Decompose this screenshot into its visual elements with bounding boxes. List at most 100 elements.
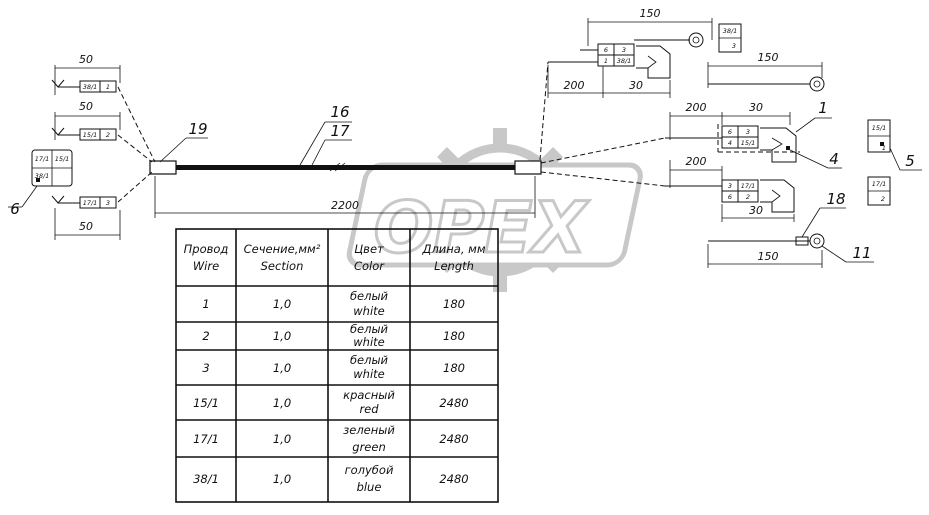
connector-bot-left: 17/1 3 50 [51, 195, 121, 240]
cell-color-ru: белый [350, 289, 389, 303]
pin-label: 17/1 [83, 199, 98, 207]
header-color-ru: Цвет [354, 242, 384, 256]
dim-200-c: 200 [686, 155, 707, 168]
pin-label: 38/1 [723, 27, 738, 35]
pin-label: 17/1 [872, 180, 887, 188]
header-section-ru: Сечение,мм² [244, 242, 321, 256]
cell-length: 2480 [439, 472, 468, 486]
callout-19: 19 [188, 120, 207, 138]
cell-length: 2480 [439, 432, 468, 446]
cell-section: 1,0 [273, 472, 291, 486]
pin-label: 17/1 [35, 155, 50, 163]
callouts-cable: 19 16 17 [159, 103, 352, 166]
cell-wire: 2 [202, 329, 209, 343]
pin-label: 15/1 [83, 131, 98, 139]
header-wire-en: Wire [193, 259, 219, 273]
cell-color-ru: голубой [345, 463, 394, 477]
cell-color-en: blue [357, 480, 382, 494]
cell-length: 180 [443, 329, 465, 343]
cell-section: 1,0 [273, 297, 291, 311]
cell-wire: 3 [202, 361, 209, 375]
pin-label: 15/1 [741, 139, 756, 147]
pin-label: 3 [622, 46, 626, 54]
pin-label: 15/1 [872, 124, 887, 132]
callout-16: 16 [330, 103, 349, 121]
connector-mid-left: 50 15/1 2 [51, 100, 121, 141]
callout-4: 4 [829, 150, 839, 168]
cell-section: 1,0 [273, 329, 291, 343]
dim-30-b: 30 [749, 101, 763, 114]
callout-11: 11 [852, 244, 871, 262]
table-row: 38/1 1,0 голубой blue 2480 [193, 463, 469, 494]
cell-wire: 15/1 [193, 396, 219, 410]
pin-label: 6 [728, 193, 732, 201]
cell-color-en: white [353, 335, 384, 349]
connector-6: 17/1 15/1 38/1 6 [8, 149, 73, 218]
dim-200-a: 200 [564, 79, 585, 92]
callout-18: 18 [826, 190, 845, 208]
right-connectors: 150 6 3 1 38/1 200 30 38/1 3 [539, 7, 922, 268]
pin-label: 1 [604, 57, 608, 65]
dim-30-c: 30 [749, 204, 763, 217]
cell-wire: 38/1 [193, 472, 219, 486]
pin-label: 2 [106, 131, 110, 139]
cell-wire: 1 [202, 297, 209, 311]
ring-terminal-mid: 150 [707, 51, 825, 92]
callout-6: 6 [10, 200, 20, 218]
pin-label: 3 [106, 199, 110, 207]
connector-top-right: 150 6 3 1 38/1 200 30 [547, 7, 713, 98]
pin-label: 15/1 [55, 155, 70, 163]
main-cable: 2200 [149, 160, 542, 218]
callout-1: 1 [818, 99, 828, 117]
header-wire-ru: Провод [184, 242, 229, 256]
pin-label: 3 [728, 182, 732, 190]
pin-label: 38/1 [35, 172, 50, 180]
cell-length: 180 [443, 361, 465, 375]
cell-length: 180 [443, 297, 465, 311]
cell-color-en: red [359, 402, 379, 416]
pin-label: 6 [728, 128, 732, 136]
dim-50-c: 50 [79, 220, 93, 233]
dim-2200: 2200 [331, 199, 359, 212]
cell-color-en: white [353, 367, 384, 381]
dim-150-bot: 150 [758, 250, 779, 263]
pin-label: 1 [106, 83, 110, 91]
connector-low-right: 200 3 17/1 6 2 30 [665, 155, 795, 222]
header-section-en: Section [261, 259, 304, 273]
cable-end-left [149, 160, 177, 175]
pin-label: 17/1 [741, 182, 756, 190]
callout-17: 17 [330, 122, 350, 140]
wire-table: Провод Wire Сечение,мм² Section Цвет Col… [175, 228, 499, 503]
dim-150-top: 150 [640, 7, 661, 20]
dim-200-b: 200 [686, 101, 707, 114]
cell-color-ru: белый [350, 322, 389, 336]
cell-length: 2480 [439, 396, 468, 410]
pin-label: 3 [746, 128, 750, 136]
table-row: 15/1 1,0 красный red 2480 [193, 388, 469, 416]
watermark-text: OPEX [374, 187, 590, 269]
connector-5: 15/1 1 5 17/1 2 [867, 119, 922, 206]
dim-150-mid: 150 [758, 51, 779, 64]
header-color-en: Color [354, 259, 385, 273]
pin-label: 3 [732, 42, 736, 50]
table-header: Провод Wire Сечение,мм² Section Цвет Col… [184, 242, 486, 273]
pin-label: 38/1 [83, 83, 98, 91]
pin-label: 1 [882, 144, 886, 152]
cell-wire: 17/1 [193, 432, 219, 446]
pin-label: 6 [604, 46, 608, 54]
table-row: 17/1 1,0 зеленый green 2480 [193, 423, 469, 454]
table-row: 3 1,0 белый white 180 [202, 353, 465, 381]
dim-50-a: 50 [79, 53, 93, 66]
header-length-ru: Длина, мм [421, 242, 485, 256]
dim-50-b: 50 [79, 100, 93, 113]
cell-color-en: white [353, 304, 384, 318]
callout-5: 5 [905, 152, 915, 170]
table-row: 2 1,0 белый white 180 [202, 322, 465, 349]
cell-section: 1,0 [273, 432, 291, 446]
dim-30-a: 30 [629, 79, 643, 92]
cell-section: 1,0 [273, 361, 291, 375]
header-length-en: Length [434, 259, 474, 273]
cell-color-en: green [352, 440, 385, 454]
cell-color-ru: красный [343, 388, 395, 402]
